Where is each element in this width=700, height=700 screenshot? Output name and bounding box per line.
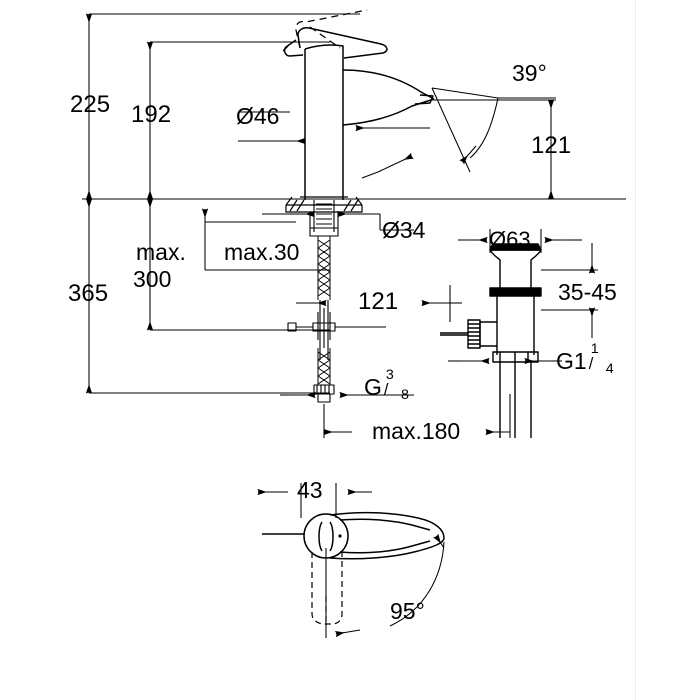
label-121-lower: 121	[358, 288, 399, 315]
label-g38-denominator: 8	[400, 387, 409, 404]
dimension-121-lower	[296, 285, 462, 322]
flexible-hose-upper	[317, 236, 331, 300]
label-43: 43	[297, 477, 323, 503]
label-d46: Ø46	[236, 103, 280, 129]
dimension-d46	[238, 111, 306, 145]
label-d34: Ø34	[382, 217, 426, 243]
dimension-43	[257, 483, 372, 518]
faucet-body-elevation	[304, 44, 435, 200]
popup-lift-rod	[287, 308, 386, 348]
label-365: 365	[68, 280, 109, 307]
dimension-35-45	[541, 243, 598, 338]
label-g114-slash: /	[588, 355, 594, 373]
label-d63: Ø63	[489, 227, 531, 252]
label-225: 225	[70, 91, 111, 118]
label-g38-letter: G	[364, 374, 382, 400]
hose-end-fitting	[313, 384, 335, 403]
label-g38-numerator: 3	[385, 367, 394, 384]
label-angle-95: 95°	[390, 598, 425, 624]
label-g114-numerator: 1	[590, 341, 599, 358]
label-max-180: max.180	[372, 418, 461, 444]
faucet-base-escutcheon	[285, 196, 363, 213]
spout-top-view-lever-ghost	[311, 552, 343, 625]
mounting-stud	[309, 200, 339, 237]
label-35-45: 35-45	[558, 279, 617, 305]
dimension-d34	[262, 210, 414, 231]
page-edge-line	[635, 0, 636, 700]
label-max-300-line1: max.	[136, 239, 186, 265]
dimension-angle-39	[431, 87, 556, 173]
faucet-lever-handle-raised	[281, 9, 368, 53]
label-g38-fraction: 3 / 8	[383, 368, 409, 405]
dimension-225	[85, 13, 360, 200]
spout-top-view	[262, 511, 445, 560]
label-angle-39: 39°	[512, 60, 547, 86]
label-g114-denominator: 4	[605, 361, 614, 378]
popup-waste-body	[440, 243, 542, 438]
flexible-hose-lower	[317, 348, 331, 385]
label-g114: G1 1 / 4	[556, 342, 614, 379]
dimension-max-180	[323, 394, 511, 438]
label-max-30: max.30	[224, 239, 300, 265]
label-g38: G 3 / 8	[364, 368, 409, 405]
label-192: 192	[131, 101, 172, 128]
dimension-max-300	[146, 198, 330, 331]
label-g114-letter: G1	[556, 348, 587, 374]
hose-middle-tube	[319, 300, 329, 360]
dimension-365	[85, 198, 330, 394]
dimension-192	[146, 41, 330, 200]
label-121-upper: 121	[531, 132, 572, 159]
faucet-lever-handle	[283, 27, 388, 59]
dimension-max-30	[201, 208, 330, 271]
dimension-angle-95	[325, 533, 445, 638]
label-max-300-line2: 300	[133, 266, 172, 292]
dimension-121-upper	[430, 99, 556, 200]
label-g38-slash: /	[383, 381, 389, 399]
label-g114-fraction: 1 / 4	[588, 342, 614, 379]
spout-tip-leader	[361, 152, 414, 179]
